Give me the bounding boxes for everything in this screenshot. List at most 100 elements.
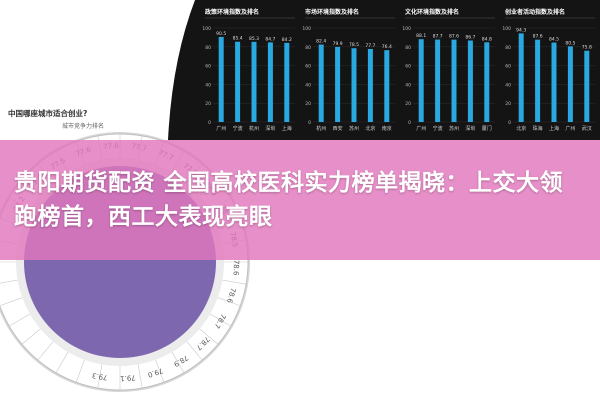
bar [284,42,290,122]
bar-chart-3: 文化环境指数及排名10080604020088.1广州87.7宁波87.6苏州8… [402,8,495,132]
y-tick-label: 40 [205,82,211,88]
category-label: 苏州 [349,125,359,132]
bar-value-label: 84.8 [482,36,492,42]
y-tick-label: 100 [302,26,311,32]
category-label: 厦门 [482,125,492,132]
category-label: 深圳 [465,125,475,132]
wheel-spoke [0,279,18,284]
bar-chart-4: 创业者活动指数及排名10080604020094.3北京87.6珠海84.5上海… [502,8,595,132]
bar-value-label: 94.3 [516,27,526,33]
y-tick-label: 100 [402,26,411,32]
bar-chart-2: 市场环境指数及排名10080604020082.4杭州79.9西安78.5苏州7… [302,8,395,132]
wheel-spoke [75,359,85,383]
bar [318,44,324,122]
bar [551,42,557,122]
y-tick-label: 40 [405,82,411,88]
bar-value-label: 85.3 [249,36,259,42]
bar-value-label: 82.4 [316,39,326,45]
wheel-spoke [21,328,41,345]
wheel-spoke [55,351,69,374]
y-tick-label: 60 [405,64,411,70]
chart-title: 文化环境指数及排名 [404,8,459,16]
y-tick-label: 80 [205,45,211,51]
y-tick-label: 40 [305,82,311,88]
bar [235,41,241,122]
bar [418,39,424,122]
y-tick-label: 60 [205,64,211,70]
bar-value-label: 88.1 [416,33,426,39]
wheel-spoke [217,297,241,307]
article-headline: 贵阳期货配资 全国高校医科实力榜单揭晓：上交大领跑榜首，西工大表现亮眼 [14,170,564,230]
bar [451,39,457,122]
bar [351,48,357,122]
bar-value-label: 80.5 [565,40,575,46]
category-label: 广州 [416,125,426,132]
category-label: 武汉 [582,125,592,132]
y-tick-label: 100 [202,26,211,32]
category-label: 杭州 [249,125,259,132]
y-tick-label: 0 [508,120,511,126]
y-tick-label: 20 [205,101,211,107]
bar-value-label: 84.2 [282,37,292,43]
y-tick-label: 100 [502,26,511,32]
category-label: 上海 [549,125,559,132]
bar-value-label: 90.5 [216,31,226,37]
bar-value-label: 85.4 [233,36,243,42]
bar [384,50,390,122]
bar-value-label: 84.5 [549,37,559,43]
wheel-spoke [137,364,143,389]
bar [518,33,524,122]
y-tick-label: 20 [505,101,511,107]
bar-value-label: 87.7 [433,34,443,40]
y-tick-label: 80 [305,45,311,51]
category-label: 广州 [565,125,575,132]
y-tick-label: 20 [305,101,311,107]
bar-value-label: 75.8 [582,45,592,51]
headline-banner [0,140,600,260]
bar-value-label: 87.6 [533,34,543,40]
bar-value-label: 84.7 [265,36,275,42]
y-tick-label: 20 [405,101,411,107]
bar [567,46,573,122]
wheel-title: 中国哪座城市适合创业? [8,109,88,118]
category-label: 珠海 [533,125,543,132]
category-label: 苏州 [449,125,459,132]
wheel-value-label: 78.6 [231,260,240,277]
wheel-spoke [8,313,31,327]
bar-chart-1: 政策环境指数及排名10080604020090.5广州85.4宁波85.3杭州8… [202,8,295,132]
bar-value-label: 77.7 [365,43,375,49]
y-tick-label: 60 [305,64,311,70]
bar [335,46,341,123]
wheel-spoke [37,341,54,361]
category-label: 上海 [282,125,292,132]
chart-title: 市场环境指数及排名 [305,8,359,16]
bar [267,42,273,122]
bar-value-label: 86.7 [465,35,475,41]
wheel-value-label: 79.1 [120,373,136,382]
charts-panel [168,0,600,140]
bar [218,36,224,122]
bar [435,39,441,123]
wheel-value-label: 79.3 [91,371,108,382]
wheel-spoke [97,364,103,389]
bar [535,39,541,122]
category-label: 南京 [382,125,392,132]
bar [584,50,590,122]
y-tick-label: 80 [505,45,511,51]
wheel-spoke [222,279,247,285]
category-label: 宁波 [233,125,243,132]
bar [467,40,473,122]
category-label: 北京 [365,125,375,132]
y-tick-label: 40 [505,82,511,88]
category-label: 杭州 [316,125,326,132]
bar-value-label: 78.5 [349,42,359,48]
bar [367,48,373,122]
y-tick-label: 0 [308,120,311,126]
wheel-spoke [186,341,203,361]
wheel-spoke [171,351,185,374]
y-tick-label: 0 [208,120,211,126]
bar-value-label: 87.6 [449,34,459,40]
wheel-spoke [209,313,232,327]
category-label: 北京 [516,125,526,132]
wheel-spoke [0,297,23,306]
